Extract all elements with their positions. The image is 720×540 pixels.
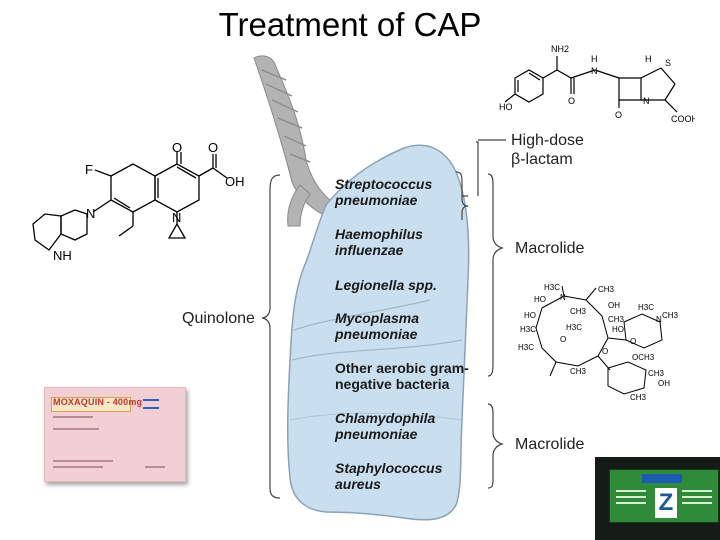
atom-och3: OCH3 (632, 353, 655, 362)
package-fine-print (616, 496, 646, 498)
beta-lactam-small-bracket (455, 171, 469, 220)
organism-legionella: Legionella spp. (335, 277, 437, 293)
atom-ho-3: HO (612, 325, 624, 334)
package-name: MOXAQUIN - 400mg (53, 397, 143, 407)
atom-h3c-1: H3C (544, 283, 560, 292)
atom-o-keto: O (172, 140, 182, 155)
quinolone-bracket (261, 174, 281, 499)
atom-ch3-4: CH3 (570, 367, 587, 376)
package-fine-print (145, 466, 165, 468)
atom-h-amide: H (591, 54, 598, 64)
atom-cooh: COOH (671, 114, 695, 124)
organism-mycoplasma: Mycoplasma pneumoniae (335, 310, 420, 342)
atom-nh2: NH2 (551, 44, 569, 54)
atom-oh-1: OH (608, 301, 620, 310)
atom-ch3-7: CH3 (662, 311, 679, 320)
atom-ch3-6: CH3 (630, 393, 647, 402)
atom-h3c-4: H3C (518, 343, 534, 352)
label-macrolide-bottom: Macrolide (515, 436, 585, 453)
atom-o-acid: O (208, 140, 218, 155)
package-fine-print (682, 496, 712, 498)
package-fine-print (53, 460, 113, 462)
organism-staphylococcus: Staphylococcus aureus (335, 460, 443, 492)
atom-ch3-1: CH3 (598, 285, 615, 294)
azithromycin-package: Z (595, 457, 720, 540)
atom-o-amide: O (568, 96, 575, 106)
atom-ho-2: HO (524, 311, 536, 320)
package-fine-print (53, 416, 93, 418)
package-fine-print (682, 490, 712, 492)
package-fine-print (53, 466, 103, 468)
lung (286, 144, 470, 521)
label-high-dose-beta-lactam: High-dose β-lactam (511, 132, 584, 168)
atom-oh: OH (225, 174, 245, 189)
atom-n-quinolone: N (172, 210, 181, 225)
package-z-letter: Z (655, 488, 677, 518)
package-label-band (51, 397, 131, 412)
atom-ch3-2: CH3 (608, 315, 625, 324)
organism-haemophilus: Haemophilus influenzae (335, 226, 423, 258)
package-fine-print (616, 502, 646, 504)
label-quinolone: Quinolone (182, 310, 255, 327)
atom-o-1: O (560, 335, 566, 344)
label-macrolide-top: Macrolide (515, 240, 585, 257)
atom-o-2: O (602, 347, 608, 356)
atom-ch3-5: CH3 (648, 369, 665, 378)
atom-o-lactam: O (615, 110, 622, 120)
atom-ho-1: HO (534, 295, 546, 304)
macrolide-bottom-bracket (487, 403, 504, 489)
moxaquin-package: MOXAQUIN - 400mg (44, 387, 186, 482)
slide-title: Treatment of CAP (218, 6, 482, 43)
atom-ch3-3: CH3 (570, 307, 587, 316)
atom-h-ring: H (645, 54, 652, 64)
atom-h3c-2: H3C (520, 325, 536, 334)
organism-gram-negative: Other aerobic gram- negative bacteria (335, 360, 469, 392)
organism-streptococcus: Streptococcus pneumoniae (335, 176, 433, 208)
atom-oh-2: OH (658, 379, 670, 388)
brackets (261, 139, 506, 499)
package-fine-print (682, 502, 712, 504)
amoxicillin-structure: NH2 H N H S N O COOH HO O (499, 44, 695, 124)
atom-f: F (85, 162, 93, 177)
atom-n-2: N (656, 315, 662, 324)
package-fine-print (53, 428, 99, 430)
brand-logo-icon (642, 474, 682, 483)
brand-logo-icon (143, 399, 159, 409)
atom-n-lactam: N (643, 96, 650, 106)
beta-lactam-connector (476, 141, 479, 196)
package-box: Z (609, 469, 719, 523)
atom-h3c-5: H3C (638, 303, 654, 312)
atom-n-1: N (560, 293, 566, 302)
macrolide-structure: H3C CH3 HO OH HO CH3 H3C H3C H3C N CH3 H… (518, 283, 679, 402)
atom-s: S (665, 58, 671, 68)
atom-n-amide: N (591, 66, 598, 76)
atom-h3c-3: H3C (566, 323, 582, 332)
atom-nh: NH (53, 248, 72, 263)
atom-ho: HO (499, 102, 513, 112)
macrolide-top-bracket (487, 173, 504, 377)
trachea (253, 55, 331, 227)
atom-n-ring: N (86, 206, 95, 221)
moxifloxacin-structure: O O OH F N N NH (32, 140, 245, 263)
atom-o-3: O (630, 337, 636, 346)
organism-chlamydophila: Chlamydophila pneumoniae (335, 410, 436, 442)
package-fine-print (616, 490, 646, 492)
